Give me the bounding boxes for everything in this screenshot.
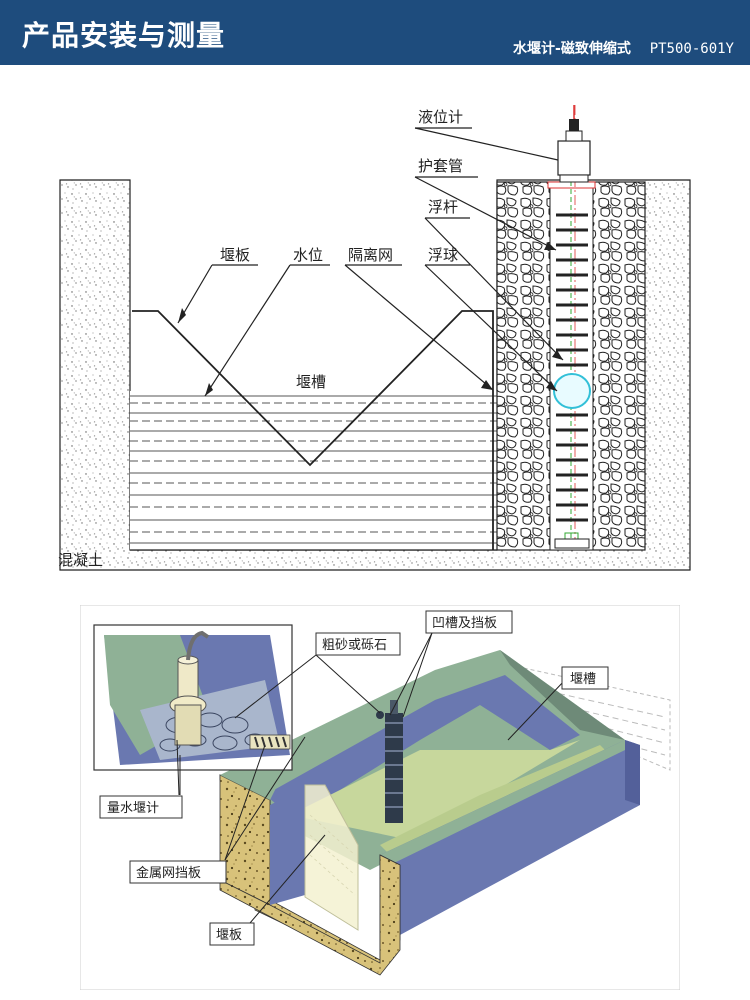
label-casing-pipe: 护套管 [418,157,463,175]
channel-inner-wall [265,675,580,815]
leader-arrowheads [178,242,563,396]
label-concrete: 混凝土 [58,551,103,569]
label-isolation-net: 隔离网 [348,246,393,264]
product-name: 水堰计-磁致伸缩式 [513,41,631,57]
label-groove-baffle: 凹槽及挡板 [432,616,497,631]
label-weir-channel: 堰槽 [296,373,326,391]
callout-boxes [99,610,609,946]
label-weir-meter: 量水堰计 [107,801,159,816]
product-subtitle: 水堰计-磁致伸缩式 PT500-601Y [513,38,734,58]
label-weir-plate: 堰板 [220,246,250,264]
label-float-rod: 浮杆 [428,198,458,216]
installation-cross-section: 液位计 护套管 浮杆 浮球 堰板 水位 隔离网 堰槽 混凝土 [0,65,750,595]
product-model: PT500-601Y [649,41,734,57]
water-lines [130,395,497,544]
page-title: 产品安装与测量 [22,19,226,52]
label-weir-channel-3d: 堰槽 [570,672,596,687]
weir-plate-outline [132,310,494,550]
header-banner: 产品安装与测量 水堰计-磁致伸缩式 PT500-601Y [0,0,750,65]
installation-3d-svg: 粗砂或砾石 凹槽及挡板 堰槽 量水堰计 金属网挡板 堰板 [79,604,681,991]
label-sand-gravel: 粗砂或砾石 [322,638,387,653]
weir-plate-3d [304,784,359,931]
leader-lines [177,127,564,397]
label-weir-plate-3d: 堰板 [216,928,242,943]
label-water-level: 水位 [293,246,323,264]
cross-section-svg: 液位计 护套管 浮杆 浮球 堰板 水位 隔离网 堰槽 混凝土 [58,105,691,571]
rod-rungs [556,213,588,522]
label-level-meter: 液位计 [418,108,463,126]
leader-lines-bottom [176,632,566,924]
label-float-ball: 浮球 [428,246,458,264]
installation-3d-view: 粗砂或砾石 凹槽及挡板 堰槽 量水堰计 金属网挡板 堰板 [79,604,681,991]
label-metal-mesh: 金属网挡板 [136,865,201,881]
float-ball [553,373,591,409]
weir-channel-water [130,391,497,550]
channel-floor [290,740,580,840]
level-meter-head [557,105,591,183]
channel-right-wall [380,740,640,935]
inset-detail [93,624,293,771]
